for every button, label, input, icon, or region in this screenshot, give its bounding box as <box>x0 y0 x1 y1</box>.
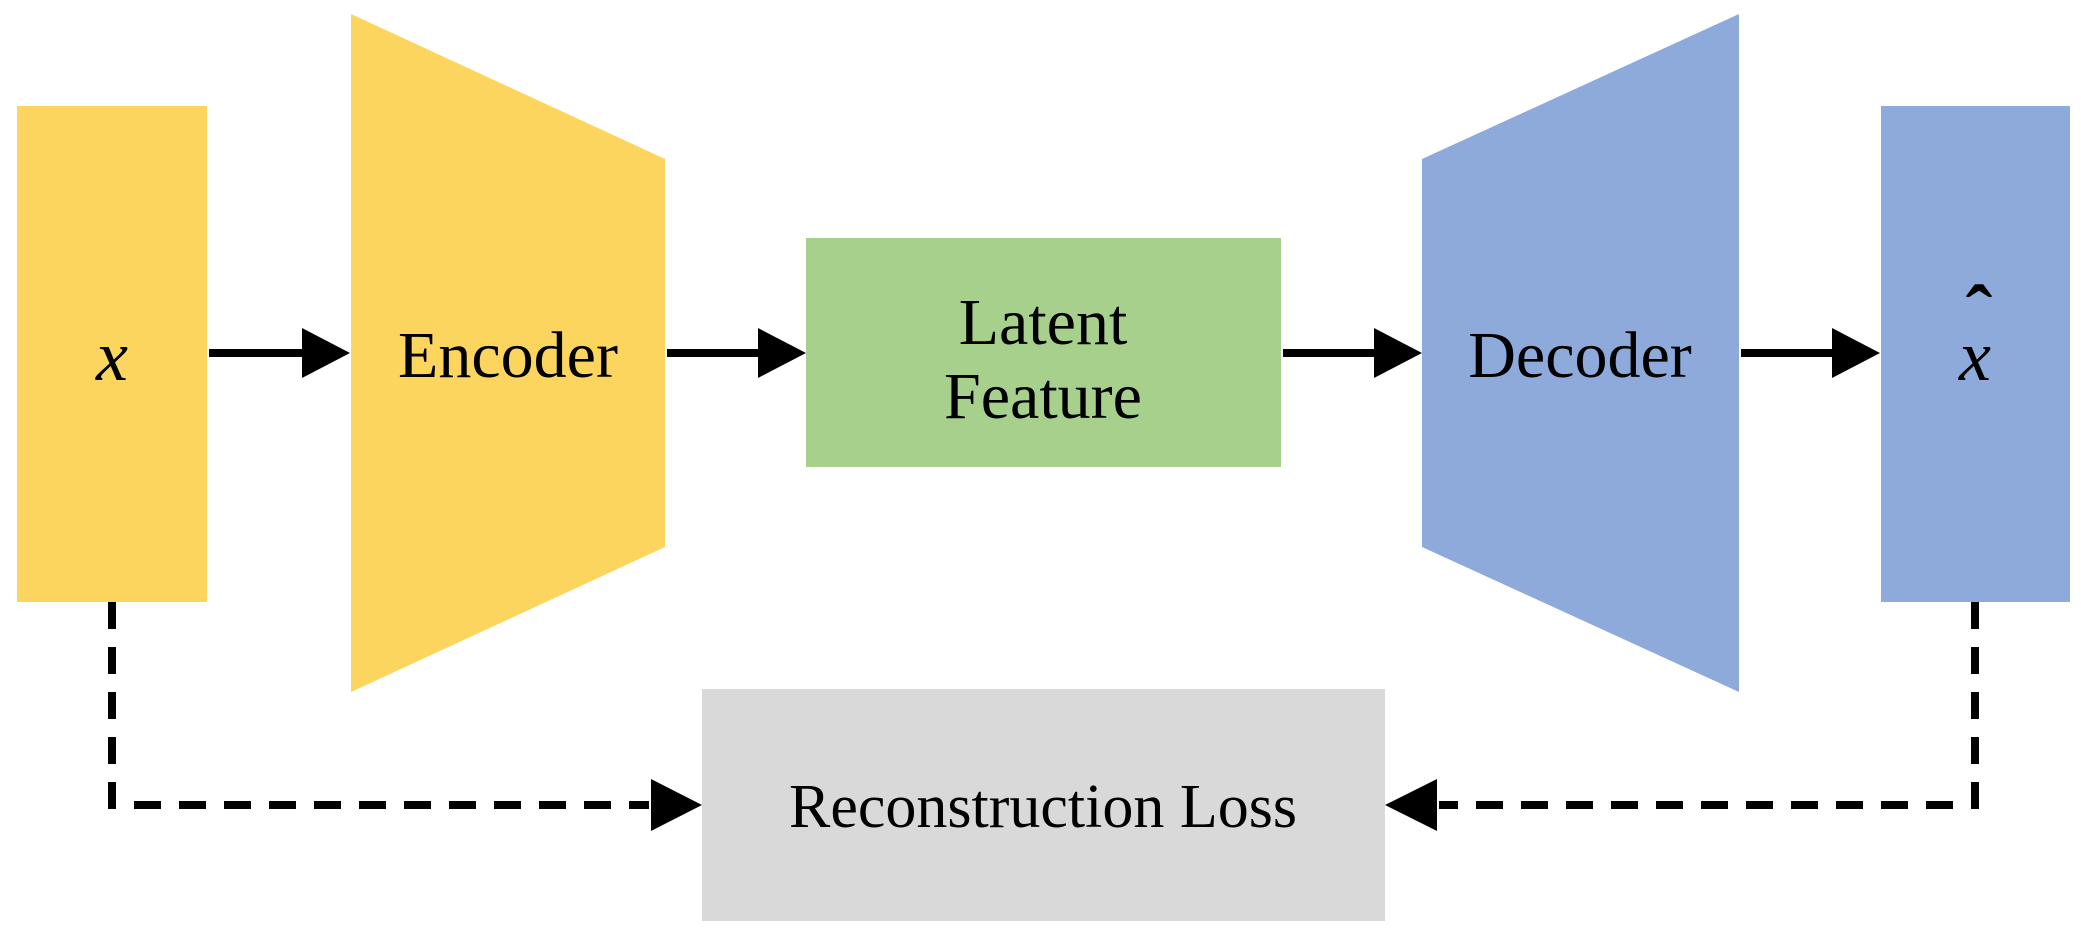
input-label: x <box>95 316 128 396</box>
arrow-head-icon <box>1374 328 1422 378</box>
arrow-input-to-encoder <box>209 328 350 378</box>
arrow-head-icon <box>302 328 350 378</box>
arrow-head-icon <box>651 779 702 831</box>
latent-feature-block <box>806 238 1281 467</box>
encoder-block <box>351 14 665 692</box>
decoder-block <box>1422 14 1739 692</box>
dashed-connector <box>108 602 649 809</box>
encoder-label: Encoder <box>398 319 618 392</box>
arrow-decoder-to-output <box>1741 328 1880 378</box>
arrow-latent-to-decoder <box>1283 328 1422 378</box>
dashed-connector <box>1439 602 1979 809</box>
arrow-encoder-to-latent <box>667 328 806 378</box>
output-block <box>1881 106 2070 602</box>
arrow-head-icon <box>1832 328 1880 378</box>
latent-label-line2: Feature <box>944 360 1142 433</box>
dashed-arrow-output-to-loss <box>1385 602 1979 831</box>
decoder-label: Decoder <box>1468 319 1692 392</box>
arrow-head-icon <box>758 328 806 378</box>
output-label-hat: ˆ <box>1966 271 1993 359</box>
reconstruction-loss-block <box>702 689 1385 921</box>
reconstruction-loss-label: Reconstruction Loss <box>789 773 1297 841</box>
input-block <box>17 106 207 602</box>
dashed-arrow-input-to-loss <box>108 602 702 831</box>
output-label: x <box>1958 316 1991 396</box>
latent-label-line1: Latent <box>959 286 1128 359</box>
arrow-head-icon <box>1385 779 1437 831</box>
